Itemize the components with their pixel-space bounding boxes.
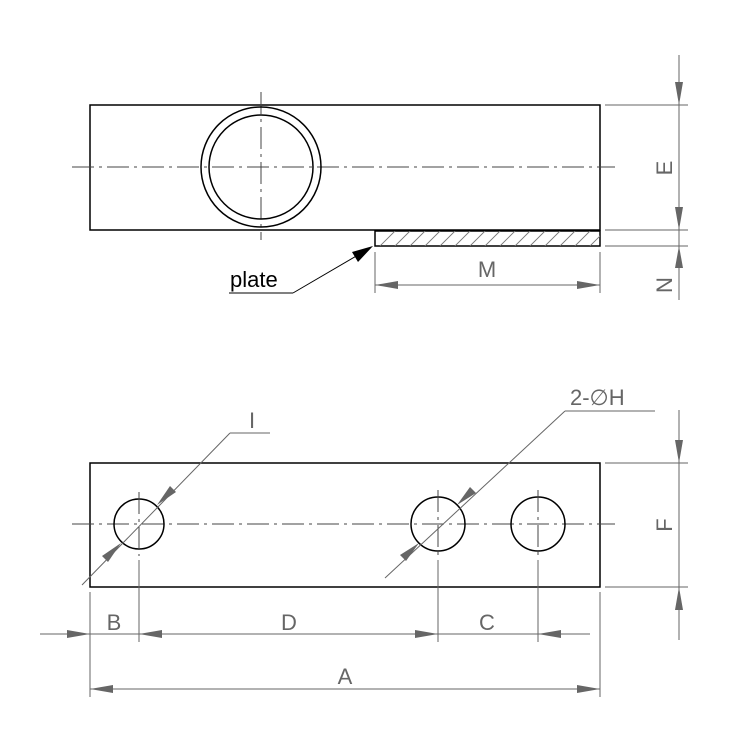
dim-I-leader xyxy=(81,432,270,586)
plate xyxy=(374,230,601,247)
plate-leader xyxy=(229,246,373,294)
dim-F xyxy=(605,410,688,640)
plate-leader-arrow xyxy=(352,246,373,262)
dim-D-label: D xyxy=(281,610,297,635)
bore-inner-circle xyxy=(208,114,314,220)
hole-leader xyxy=(384,410,655,579)
top-view: plate E N M xyxy=(72,55,688,300)
dim-E-N xyxy=(605,55,688,300)
dim-A-label: A xyxy=(338,664,353,689)
plate-label: plate xyxy=(230,267,278,292)
dim-N-label: N xyxy=(652,277,677,293)
bore-outer-circle xyxy=(200,106,322,228)
dim-M-label: M xyxy=(478,257,496,282)
dim-M xyxy=(374,252,601,293)
dim-I-label: I xyxy=(249,408,255,433)
bottom-body-outline xyxy=(89,462,601,588)
dim-F-label: F xyxy=(652,518,677,531)
bottom-view: I 2-∅H F B xyxy=(40,385,688,697)
hole-label: 2-∅H xyxy=(570,385,625,410)
dim-C-label: C xyxy=(479,610,495,635)
dim-B-label: B xyxy=(107,610,122,635)
dim-E-label: E xyxy=(652,161,677,176)
plate-hatching xyxy=(379,231,600,246)
dim-A xyxy=(90,685,600,693)
dim-B-D-C xyxy=(40,630,590,638)
